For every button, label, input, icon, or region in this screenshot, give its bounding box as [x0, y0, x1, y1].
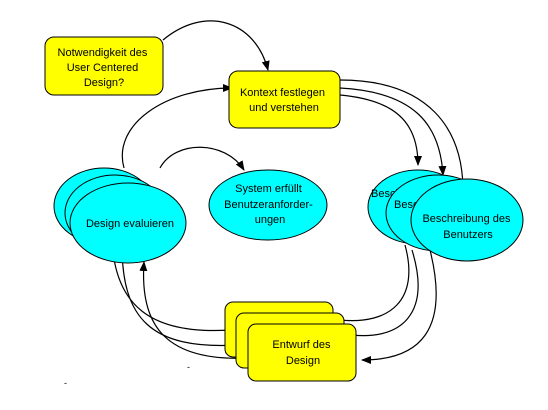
node-kontext: Kontext festlegen und verstehen	[228, 70, 341, 129]
node-beschreibung: Besch Besc Beschreibung des Benutzers	[367, 169, 524, 262]
beschreibung-ellipse	[410, 178, 524, 262]
system-label: System erfüllt Benutzeranforder- ungen	[224, 183, 316, 226]
arrow-beschreibung-to-entwurf-1	[339, 244, 410, 322]
beschreibung-back-1-label: Besc	[394, 199, 419, 211]
arrow-kontext-to-beschreibung-3	[339, 79, 467, 189]
arrow-kontext-to-beschreibung-2	[339, 87, 447, 176]
notwendigkeit-label: Notwendigkeit des User Centered Design?	[58, 47, 151, 89]
arrow-evaluieren-to-kontext	[121, 84, 233, 169]
entwurf-label: Entwurf des Design	[272, 339, 333, 367]
node-notwendigkeit: Notwendigkeit des User Centered Design?	[44, 36, 164, 96]
notwendigkeit-box	[44, 36, 164, 96]
stray-dash-mark: -	[64, 378, 67, 388]
node-system: System erfüllt Benutzeranforder- ungen	[208, 169, 328, 241]
node-entwurf: Entwurf des Design	[224, 301, 357, 382]
arrow-beschreibung-to-entwurf-3	[361, 249, 437, 364]
arrow-entwurf-to-evaluieren-2	[121, 244, 239, 347]
kontext-label: Kontext festlegen und verstehen	[240, 87, 328, 114]
arrow-evaluieren-to-system	[159, 146, 245, 171]
arrow-beschreibung-to-entwurf-2	[351, 249, 419, 337]
stray-dash-mark: -	[187, 362, 190, 372]
arrow-entwurf-to-evaluieren-3	[139, 261, 249, 359]
entwurf-box	[247, 323, 357, 382]
beschreibung-label: Beschreibung des Benutzers	[422, 213, 513, 241]
system-ellipse	[208, 169, 328, 241]
arrow-notwendigkeit-to-kontext	[162, 20, 270, 71]
kontext-box	[228, 70, 341, 129]
evaluieren-label: Design evaluieren	[86, 218, 174, 230]
evaluieren-ellipse	[69, 182, 187, 264]
arrow-kontext-to-beschreibung-1	[339, 94, 422, 166]
node-evaluieren: Design evaluieren	[53, 167, 187, 264]
